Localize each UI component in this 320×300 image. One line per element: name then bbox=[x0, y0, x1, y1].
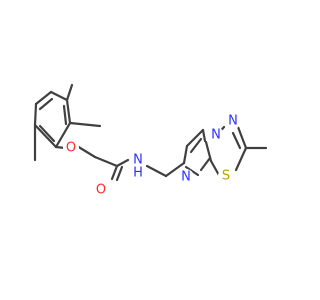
bond-double-inner bbox=[199, 156, 212, 172]
bond bbox=[93, 155, 119, 168]
atom-label: S bbox=[222, 169, 230, 184]
atom-ether-oxygen: O bbox=[63, 140, 79, 156]
atom-ring-nitrogen-right: N bbox=[225, 113, 241, 129]
bond bbox=[234, 146, 248, 172]
bond-double-inner bbox=[115, 165, 124, 182]
bond bbox=[185, 128, 205, 148]
bond bbox=[75, 144, 97, 159]
bond-double-inner bbox=[38, 97, 54, 111]
bond bbox=[164, 161, 186, 178]
bond bbox=[145, 164, 168, 178]
bond bbox=[110, 164, 119, 181]
bond bbox=[54, 121, 72, 149]
bond bbox=[236, 125, 248, 150]
bond bbox=[182, 144, 189, 165]
bonds bbox=[33, 83, 268, 182]
atom-label: N bbox=[228, 114, 238, 129]
atom-amide-nitrogen: N bbox=[130, 152, 146, 168]
atom-label: N bbox=[181, 170, 191, 185]
atom-ring-nitrogen-bottom: N bbox=[178, 169, 194, 185]
bond-double-inner bbox=[38, 124, 56, 143]
bond bbox=[115, 158, 130, 168]
atom-amide-hydrogen: H bbox=[133, 166, 143, 181]
bond bbox=[34, 90, 53, 106]
atom-label: N bbox=[133, 153, 143, 168]
atom-label: O bbox=[96, 183, 106, 198]
bond-double-inner bbox=[62, 104, 68, 126]
atom-label: O bbox=[66, 141, 76, 156]
atom-label: H bbox=[133, 166, 143, 181]
bond bbox=[65, 83, 74, 102]
atom-ring-nitrogen-top: N bbox=[208, 127, 224, 143]
atom-labels: O O N H N N N S bbox=[63, 113, 241, 198]
atom-carbonyl-oxygen: O bbox=[93, 182, 109, 198]
bond bbox=[33, 102, 38, 127]
bond bbox=[201, 128, 207, 143]
bond bbox=[184, 165, 200, 177]
atom-label: N bbox=[211, 128, 221, 143]
bond bbox=[65, 98, 72, 125]
chemical-structure-diagram: O O N H N N N S bbox=[33, 83, 268, 198]
bond bbox=[68, 121, 102, 128]
atom-sulfur: S bbox=[218, 168, 234, 184]
bond bbox=[33, 123, 58, 149]
bond bbox=[49, 90, 69, 102]
bond-double-inner bbox=[231, 131, 242, 150]
bond-double-inner bbox=[189, 137, 203, 154]
